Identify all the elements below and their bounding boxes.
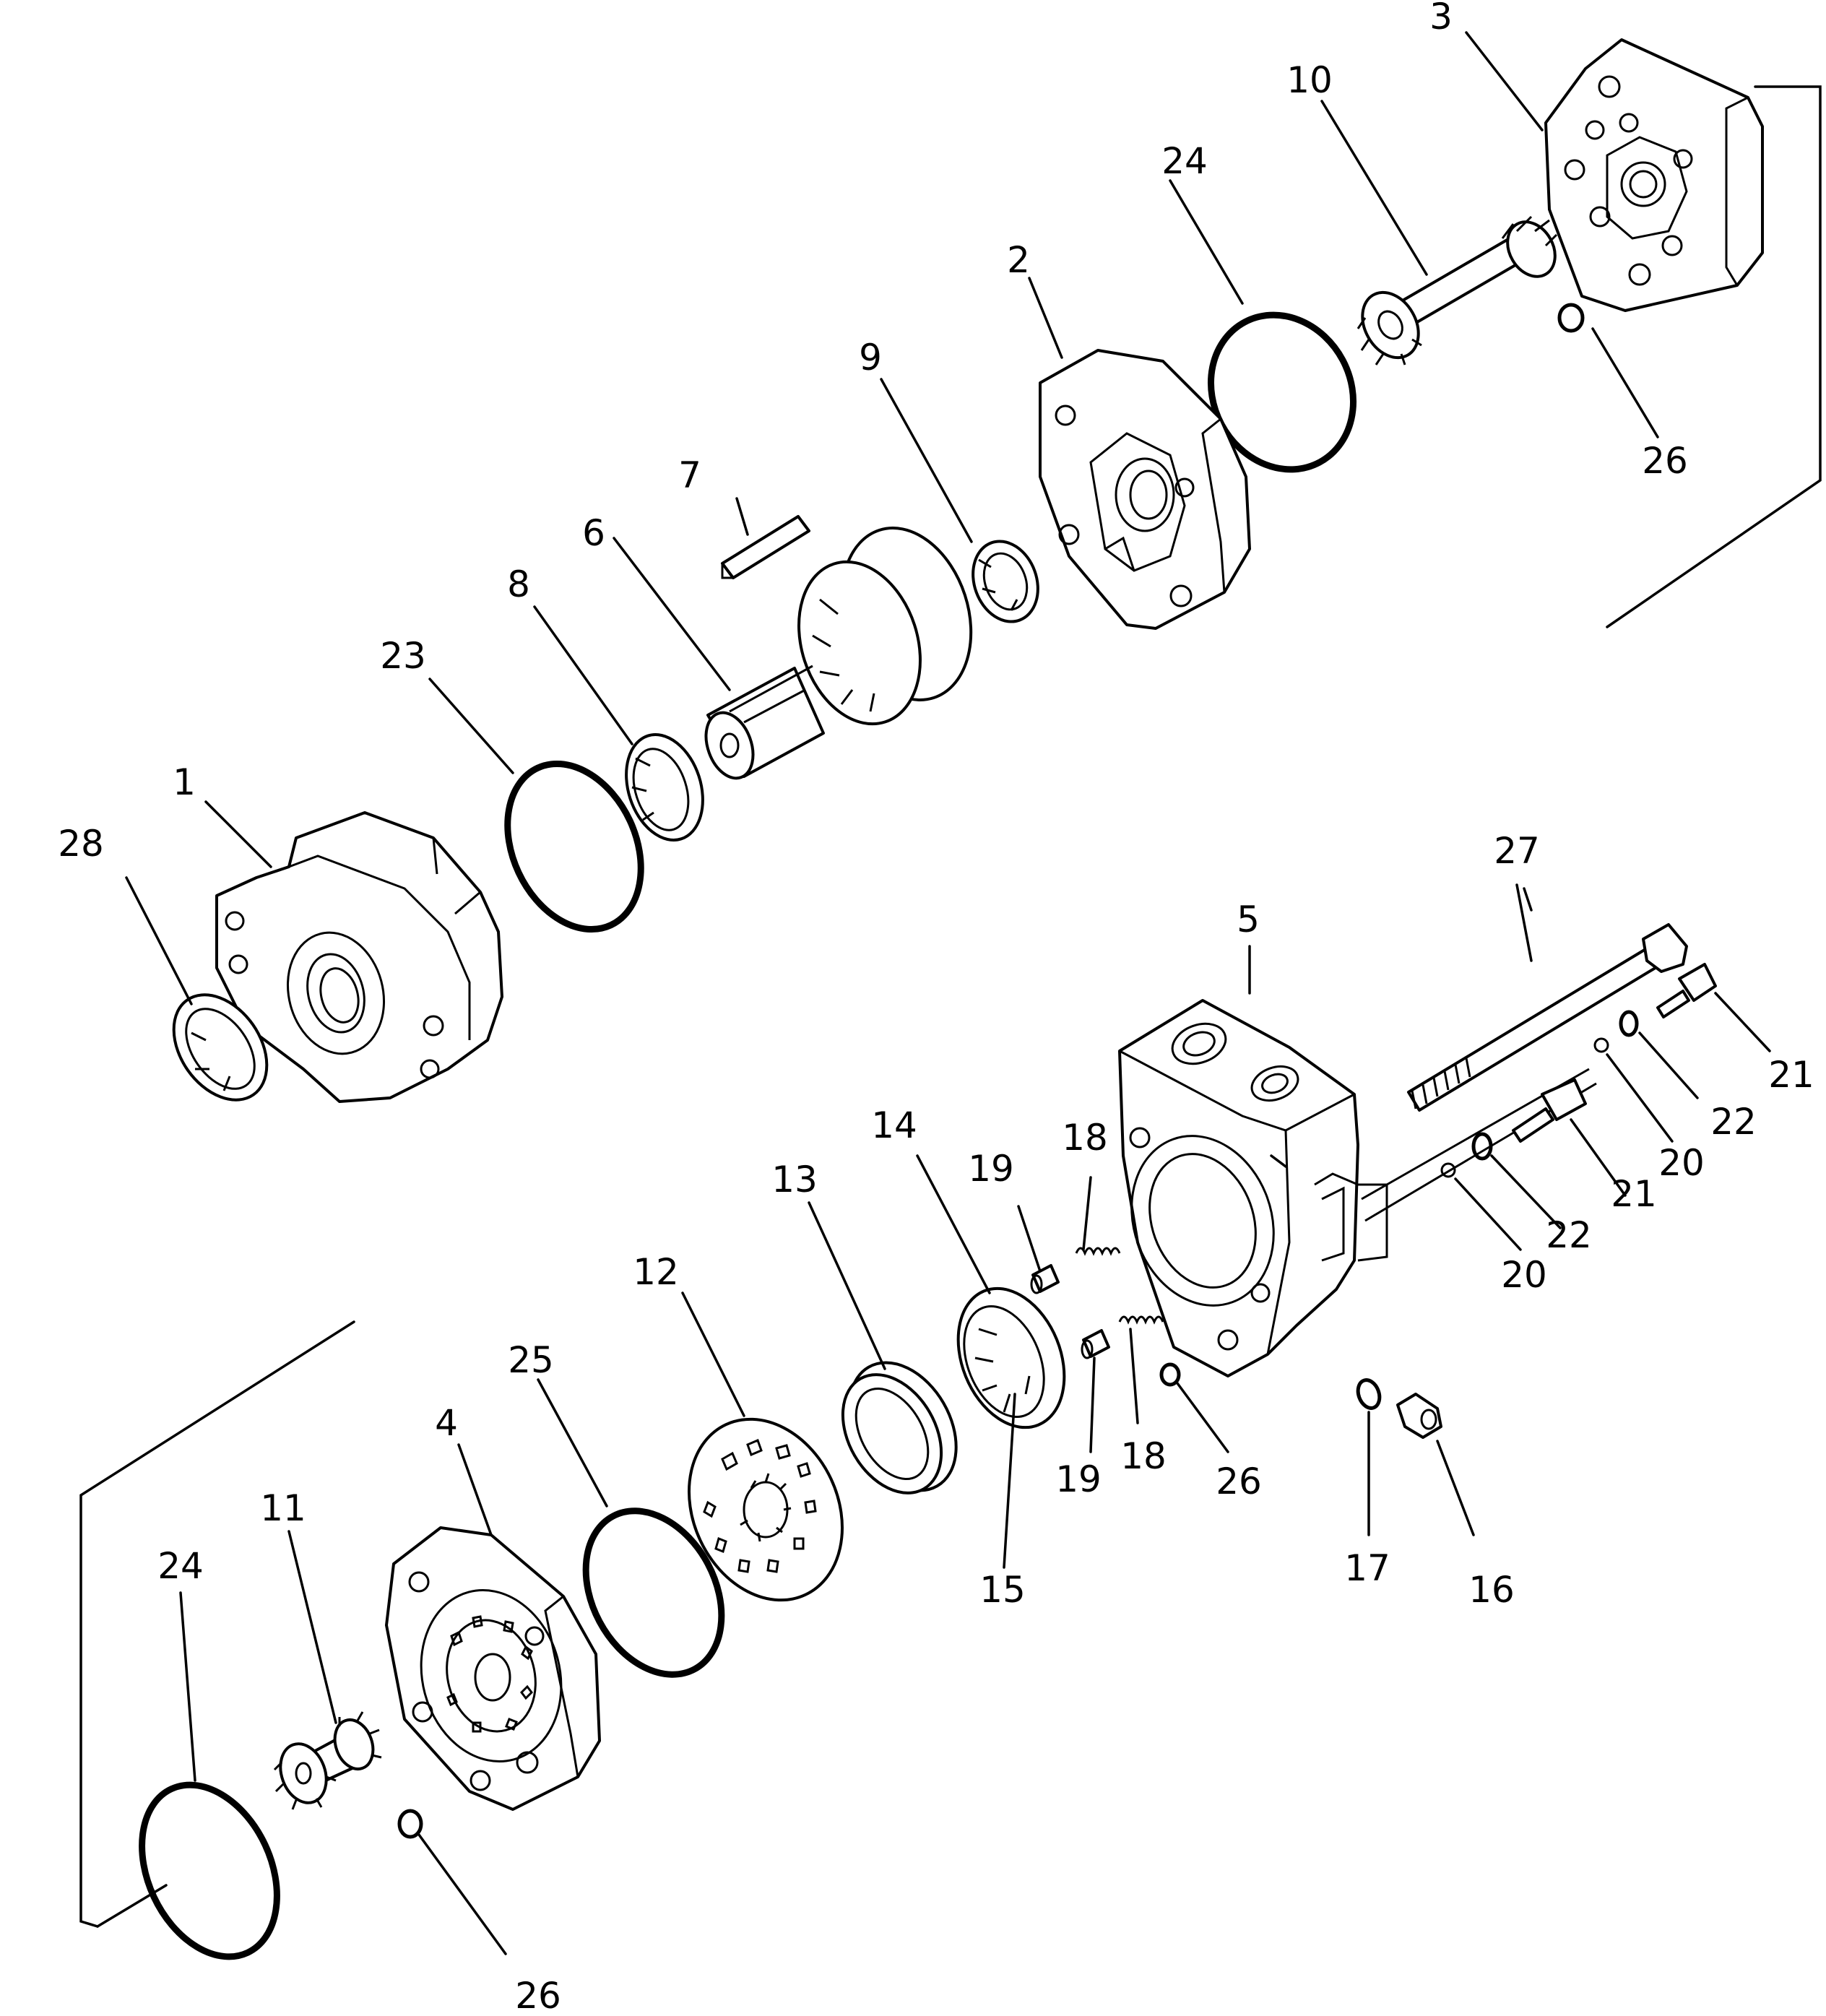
part-12-rotor-disc bbox=[688, 1417, 844, 1602]
part-28-seal bbox=[172, 993, 269, 1102]
callout-26-lower: 26 bbox=[515, 1975, 561, 2016]
part-26-oring-middle bbox=[1159, 1362, 1181, 1387]
bracket-upper-right bbox=[1606, 85, 1822, 628]
part-9-bearing bbox=[972, 540, 1039, 623]
part-3-end-cover bbox=[1544, 38, 1764, 312]
part-18-spring-lower bbox=[1118, 1315, 1164, 1325]
callout-5: 5 bbox=[1237, 899, 1260, 940]
part-21-plug-upper bbox=[1656, 963, 1717, 1018]
part-16-plug bbox=[1396, 1393, 1442, 1439]
callout-20-lower: 20 bbox=[1501, 1254, 1547, 1296]
part-7-key bbox=[721, 515, 810, 579]
part-1-mounting-housing bbox=[215, 811, 503, 1103]
callout-labels: 3 10 24 2 9 7 6 8 23 1 28 26 27 5 21 22 … bbox=[58, 0, 1814, 2016]
callout-21-lower: 21 bbox=[1611, 1173, 1657, 1215]
callout-16: 16 bbox=[1468, 1569, 1515, 1611]
part-14-bearing bbox=[956, 1286, 1066, 1429]
part-23-oring bbox=[504, 760, 644, 933]
part-17-oring bbox=[1356, 1378, 1382, 1410]
callout-27: 27 bbox=[1494, 830, 1540, 872]
callout-7: 7 bbox=[678, 454, 701, 496]
callout-4: 4 bbox=[435, 1402, 458, 1444]
part-19-pin-lower bbox=[1081, 1329, 1110, 1359]
part-20-ball-upper bbox=[1593, 1037, 1609, 1053]
part-24-oring-lower bbox=[139, 1781, 280, 1960]
part-27-bolt bbox=[1407, 923, 1688, 1112]
part-6-drive-shaft bbox=[704, 527, 973, 780]
callout-11: 11 bbox=[260, 1487, 306, 1529]
callout-23: 23 bbox=[380, 635, 426, 677]
callout-6: 6 bbox=[582, 512, 605, 554]
leader-lines bbox=[125, 31, 1771, 1955]
part-22-oring-upper bbox=[1619, 1010, 1639, 1037]
callout-18-upper: 18 bbox=[1062, 1117, 1108, 1159]
part-26-oring-lower bbox=[397, 1809, 423, 1839]
callout-1: 1 bbox=[173, 761, 196, 803]
callout-15: 15 bbox=[979, 1569, 1026, 1611]
callout-24-upper: 24 bbox=[1161, 140, 1208, 182]
callout-10: 10 bbox=[1286, 59, 1333, 101]
callout-19-upper: 19 bbox=[968, 1148, 1014, 1190]
part-22-oring-lower bbox=[1471, 1132, 1493, 1161]
part-26-oring-upper bbox=[1557, 303, 1585, 333]
callout-22-lower: 22 bbox=[1546, 1214, 1592, 1256]
part-13-seal-ring bbox=[841, 1361, 958, 1494]
callout-18-lower: 18 bbox=[1120, 1435, 1167, 1477]
callout-8: 8 bbox=[507, 563, 530, 605]
callout-3: 3 bbox=[1429, 0, 1453, 38]
callout-26-upper: 26 bbox=[1642, 440, 1688, 482]
callout-22-upper: 22 bbox=[1710, 1101, 1757, 1143]
part-19-pin-upper bbox=[1030, 1264, 1060, 1294]
callout-28: 28 bbox=[58, 823, 104, 865]
part-18-spring-upper bbox=[1075, 1247, 1121, 1256]
callout-12: 12 bbox=[633, 1251, 679, 1293]
callout-2: 2 bbox=[1007, 239, 1030, 281]
part-25-oring bbox=[582, 1507, 725, 1678]
callout-17: 17 bbox=[1344, 1547, 1390, 1589]
callout-9: 9 bbox=[859, 337, 882, 378]
callout-14: 14 bbox=[871, 1104, 917, 1146]
part-8-seal bbox=[625, 733, 704, 842]
callout-24-lower: 24 bbox=[157, 1545, 204, 1587]
part-10-spline-shaft bbox=[1356, 215, 1558, 365]
callout-20-upper: 20 bbox=[1658, 1142, 1705, 1184]
part-21-plug-lower bbox=[1512, 1078, 1587, 1143]
part-20-ball-lower bbox=[1440, 1162, 1456, 1178]
part-2-flange-cover bbox=[1039, 349, 1251, 630]
callout-13: 13 bbox=[771, 1159, 818, 1200]
part-5-valve-body bbox=[1118, 999, 1388, 1377]
callout-26-middle: 26 bbox=[1216, 1461, 1262, 1502]
callout-25: 25 bbox=[508, 1339, 554, 1381]
part-4-end-plate bbox=[385, 1526, 601, 1811]
callout-19-lower: 19 bbox=[1055, 1458, 1102, 1500]
callout-21-upper: 21 bbox=[1768, 1054, 1814, 1096]
part-11-coupling bbox=[273, 1711, 382, 1810]
